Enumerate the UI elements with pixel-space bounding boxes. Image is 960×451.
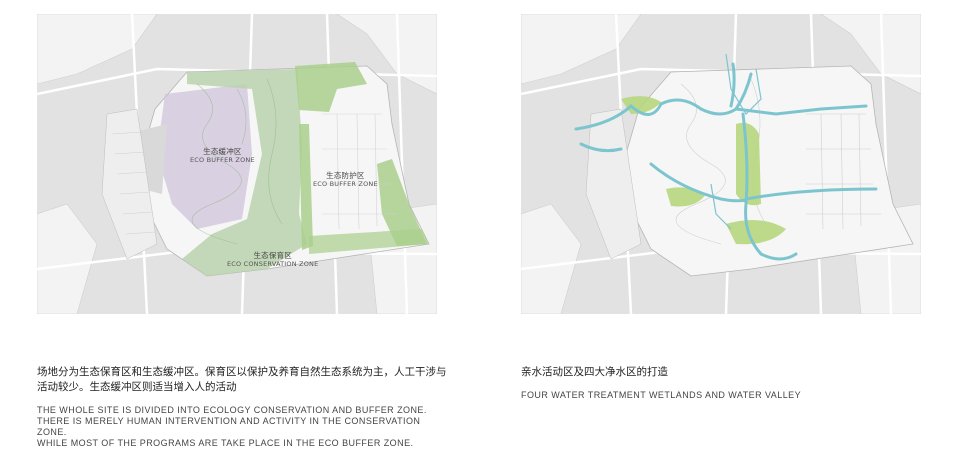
caption-zoning-en-line: THE WHOLE SITE IS DIVIDED INTO ECOLOGY C… — [37, 405, 427, 415]
label-conservation-zone-zh: 生态保育区 — [253, 251, 292, 260]
caption-water-zh: 亲水活动区及四大净水区的打造 — [521, 366, 668, 378]
wetland-north-west — [621, 96, 661, 114]
label-conservation-zone: 生态保育区 ECO CONSERVATION ZONE — [227, 251, 318, 269]
label-buffer-zone-west-en: ECO BUFFER ZONE — [190, 156, 255, 164]
label-conservation-zone-en: ECO CONSERVATION ZONE — [227, 260, 319, 268]
water-network — [574, 62, 878, 261]
caption-zoning-en: THE WHOLE SITE IS DIVIDED INTO ECOLOGY C… — [37, 405, 447, 449]
buffer-zone-west — [157, 84, 252, 229]
label-buffer-zone-west-zh: 生态缓冲区 — [203, 147, 242, 156]
wetland-central — [736, 122, 761, 206]
buffer-zone-east-north — [295, 62, 367, 112]
water-map — [521, 14, 921, 314]
wetland-south — [726, 220, 786, 245]
label-buffer-zone-east: 生态防护区 ECO BUFFER ZONE — [313, 171, 378, 189]
label-buffer-zone-east-en: ECO BUFFER ZONE — [313, 180, 378, 188]
caption-zoning-en-line: THERE IS MERELY HUMAN INTERVENTION AND A… — [37, 416, 421, 437]
water-map-drawing — [521, 14, 921, 314]
label-buffer-zone-east-zh: 生态防护区 — [326, 171, 365, 180]
zoning-map-drawing — [37, 14, 437, 314]
zoning-map: 生态缓冲区 ECO BUFFER ZONE 生态防护区 ECO BUFFER Z… — [37, 14, 437, 314]
caption-zoning-zh: 场地分为生态保育区和生态缓冲区。保育区以保护及养育自然生态系统为主，人工干涉与活… — [37, 366, 447, 393]
caption-zoning-en-line: WHILE MOST OF THE PROGRAMS ARE TAKE PLAC… — [37, 438, 414, 448]
label-buffer-zone-west: 生态缓冲区 ECO BUFFER ZONE — [190, 147, 255, 165]
caption-water-en: FOUR WATER TREATMENT WETLANDS AND WATER … — [521, 390, 802, 400]
caption-zoning: 场地分为生态保育区和生态缓冲区。保育区以保护及养育自然生态系统为主，人工干涉与活… — [37, 365, 447, 449]
caption-water: 亲水活动区及四大净水区的打造 FOUR WATER TREATMENT WETL… — [521, 365, 931, 401]
